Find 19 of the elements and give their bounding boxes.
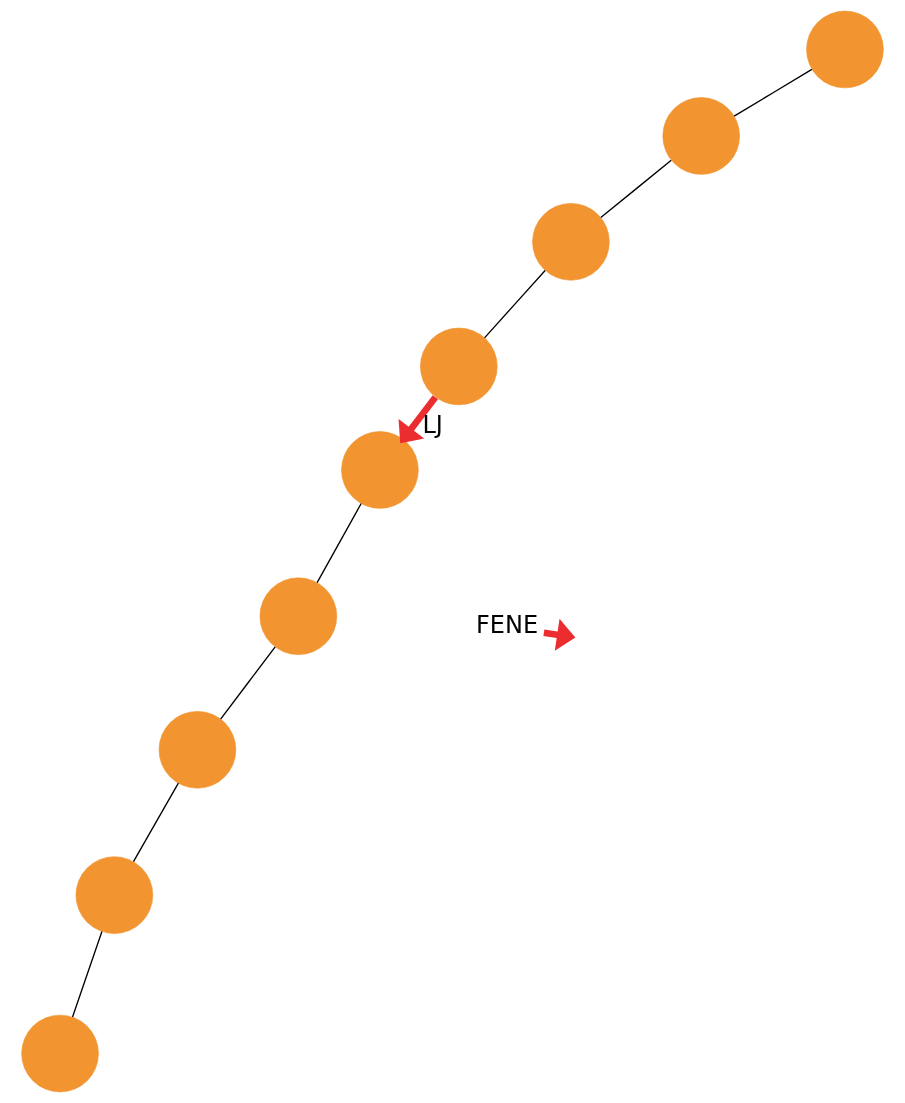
node-circle bbox=[75, 856, 154, 934]
connector bbox=[220, 646, 276, 720]
node-circle bbox=[662, 97, 740, 175]
node-circle bbox=[341, 431, 419, 509]
node-circle bbox=[420, 327, 498, 406]
node-circle bbox=[806, 10, 884, 89]
node-circle bbox=[259, 577, 338, 655]
connector bbox=[600, 159, 672, 219]
edge-label: LJ bbox=[422, 411, 443, 440]
node-circle bbox=[158, 711, 237, 789]
node-circle bbox=[532, 203, 610, 281]
connector bbox=[733, 68, 813, 117]
node-text: FENE bbox=[475, 611, 539, 640]
arrow bbox=[398, 395, 439, 444]
connector bbox=[71, 930, 103, 1018]
connector bbox=[132, 782, 180, 863]
node-circle bbox=[21, 1014, 99, 1093]
connector bbox=[316, 502, 362, 584]
connector bbox=[483, 269, 546, 339]
